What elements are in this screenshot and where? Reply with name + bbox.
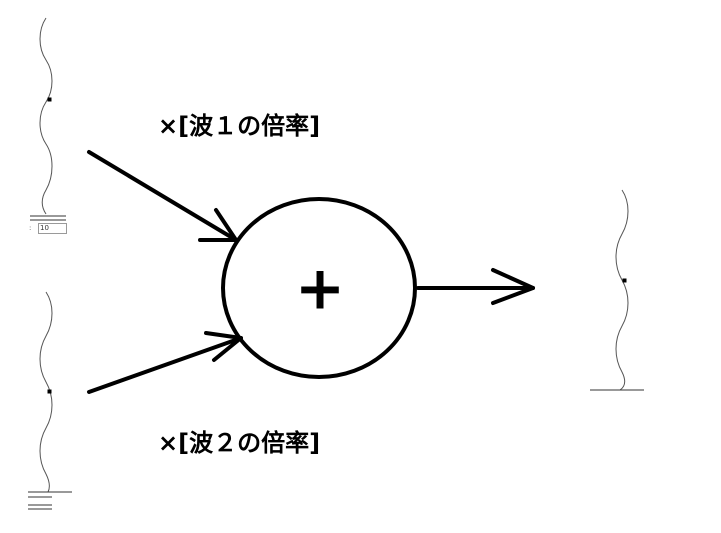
wave1-param-input[interactable]: 10 xyxy=(38,223,67,234)
wave2-widget xyxy=(28,291,72,510)
wave2-curve xyxy=(39,291,53,493)
adder-circle xyxy=(221,197,417,379)
result-wave-handle[interactable] xyxy=(622,278,627,283)
result-wave-widget xyxy=(590,189,644,391)
wave1-handle[interactable] xyxy=(47,97,52,102)
wave2-handle[interactable] xyxy=(47,389,52,394)
result-wave-curve xyxy=(615,189,629,391)
output-arrow xyxy=(416,268,535,305)
plus-sign: + xyxy=(295,254,345,324)
wave1-multiplier-label: ×[波１の倍率] xyxy=(158,112,321,140)
input-arrow-1 xyxy=(87,150,238,242)
wave1-param-label: : xyxy=(29,224,32,232)
wave1-widget xyxy=(30,17,66,221)
wave2-multiplier-label: ×[波２の倍率] xyxy=(158,429,321,457)
input-arrow-2 xyxy=(87,331,243,394)
wave1-curve xyxy=(39,17,53,215)
